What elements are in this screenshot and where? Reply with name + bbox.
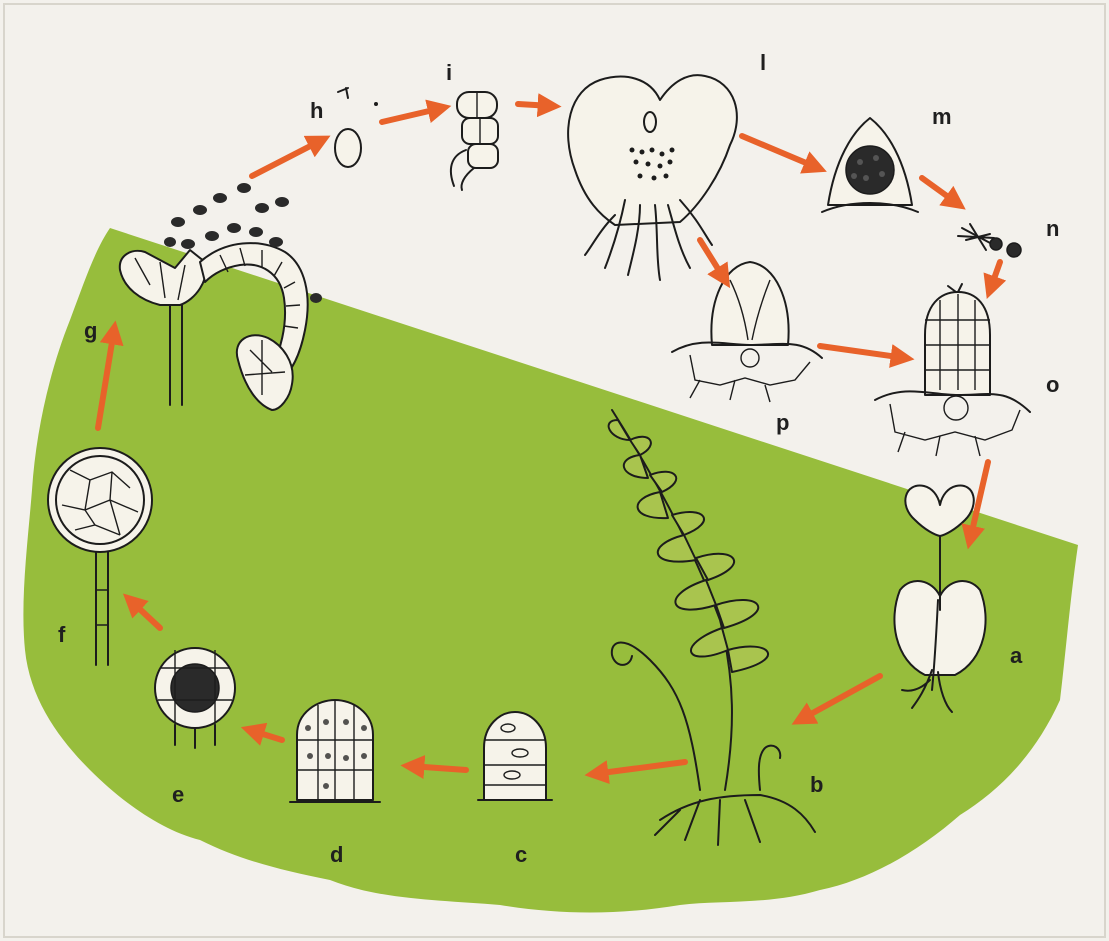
label-e: e <box>172 782 184 807</box>
label-o: o <box>1046 372 1059 397</box>
label-c: c <box>515 842 527 867</box>
stage-d-embryo-cells <box>290 700 380 802</box>
label-l: l <box>760 50 766 75</box>
label-g: g <box>84 318 97 343</box>
label-d: d <box>330 842 343 867</box>
label-b: b <box>810 772 823 797</box>
label-m: m <box>932 104 952 129</box>
label-a: a <box>1010 643 1023 668</box>
label-p: p <box>776 410 789 435</box>
label-h: h <box>310 98 323 123</box>
arrow-i-to-l <box>518 104 552 106</box>
arrow-c-to-d <box>410 766 466 770</box>
label-n: n <box>1046 216 1059 241</box>
label-i: i <box>446 60 452 85</box>
label-f: f <box>58 622 66 647</box>
